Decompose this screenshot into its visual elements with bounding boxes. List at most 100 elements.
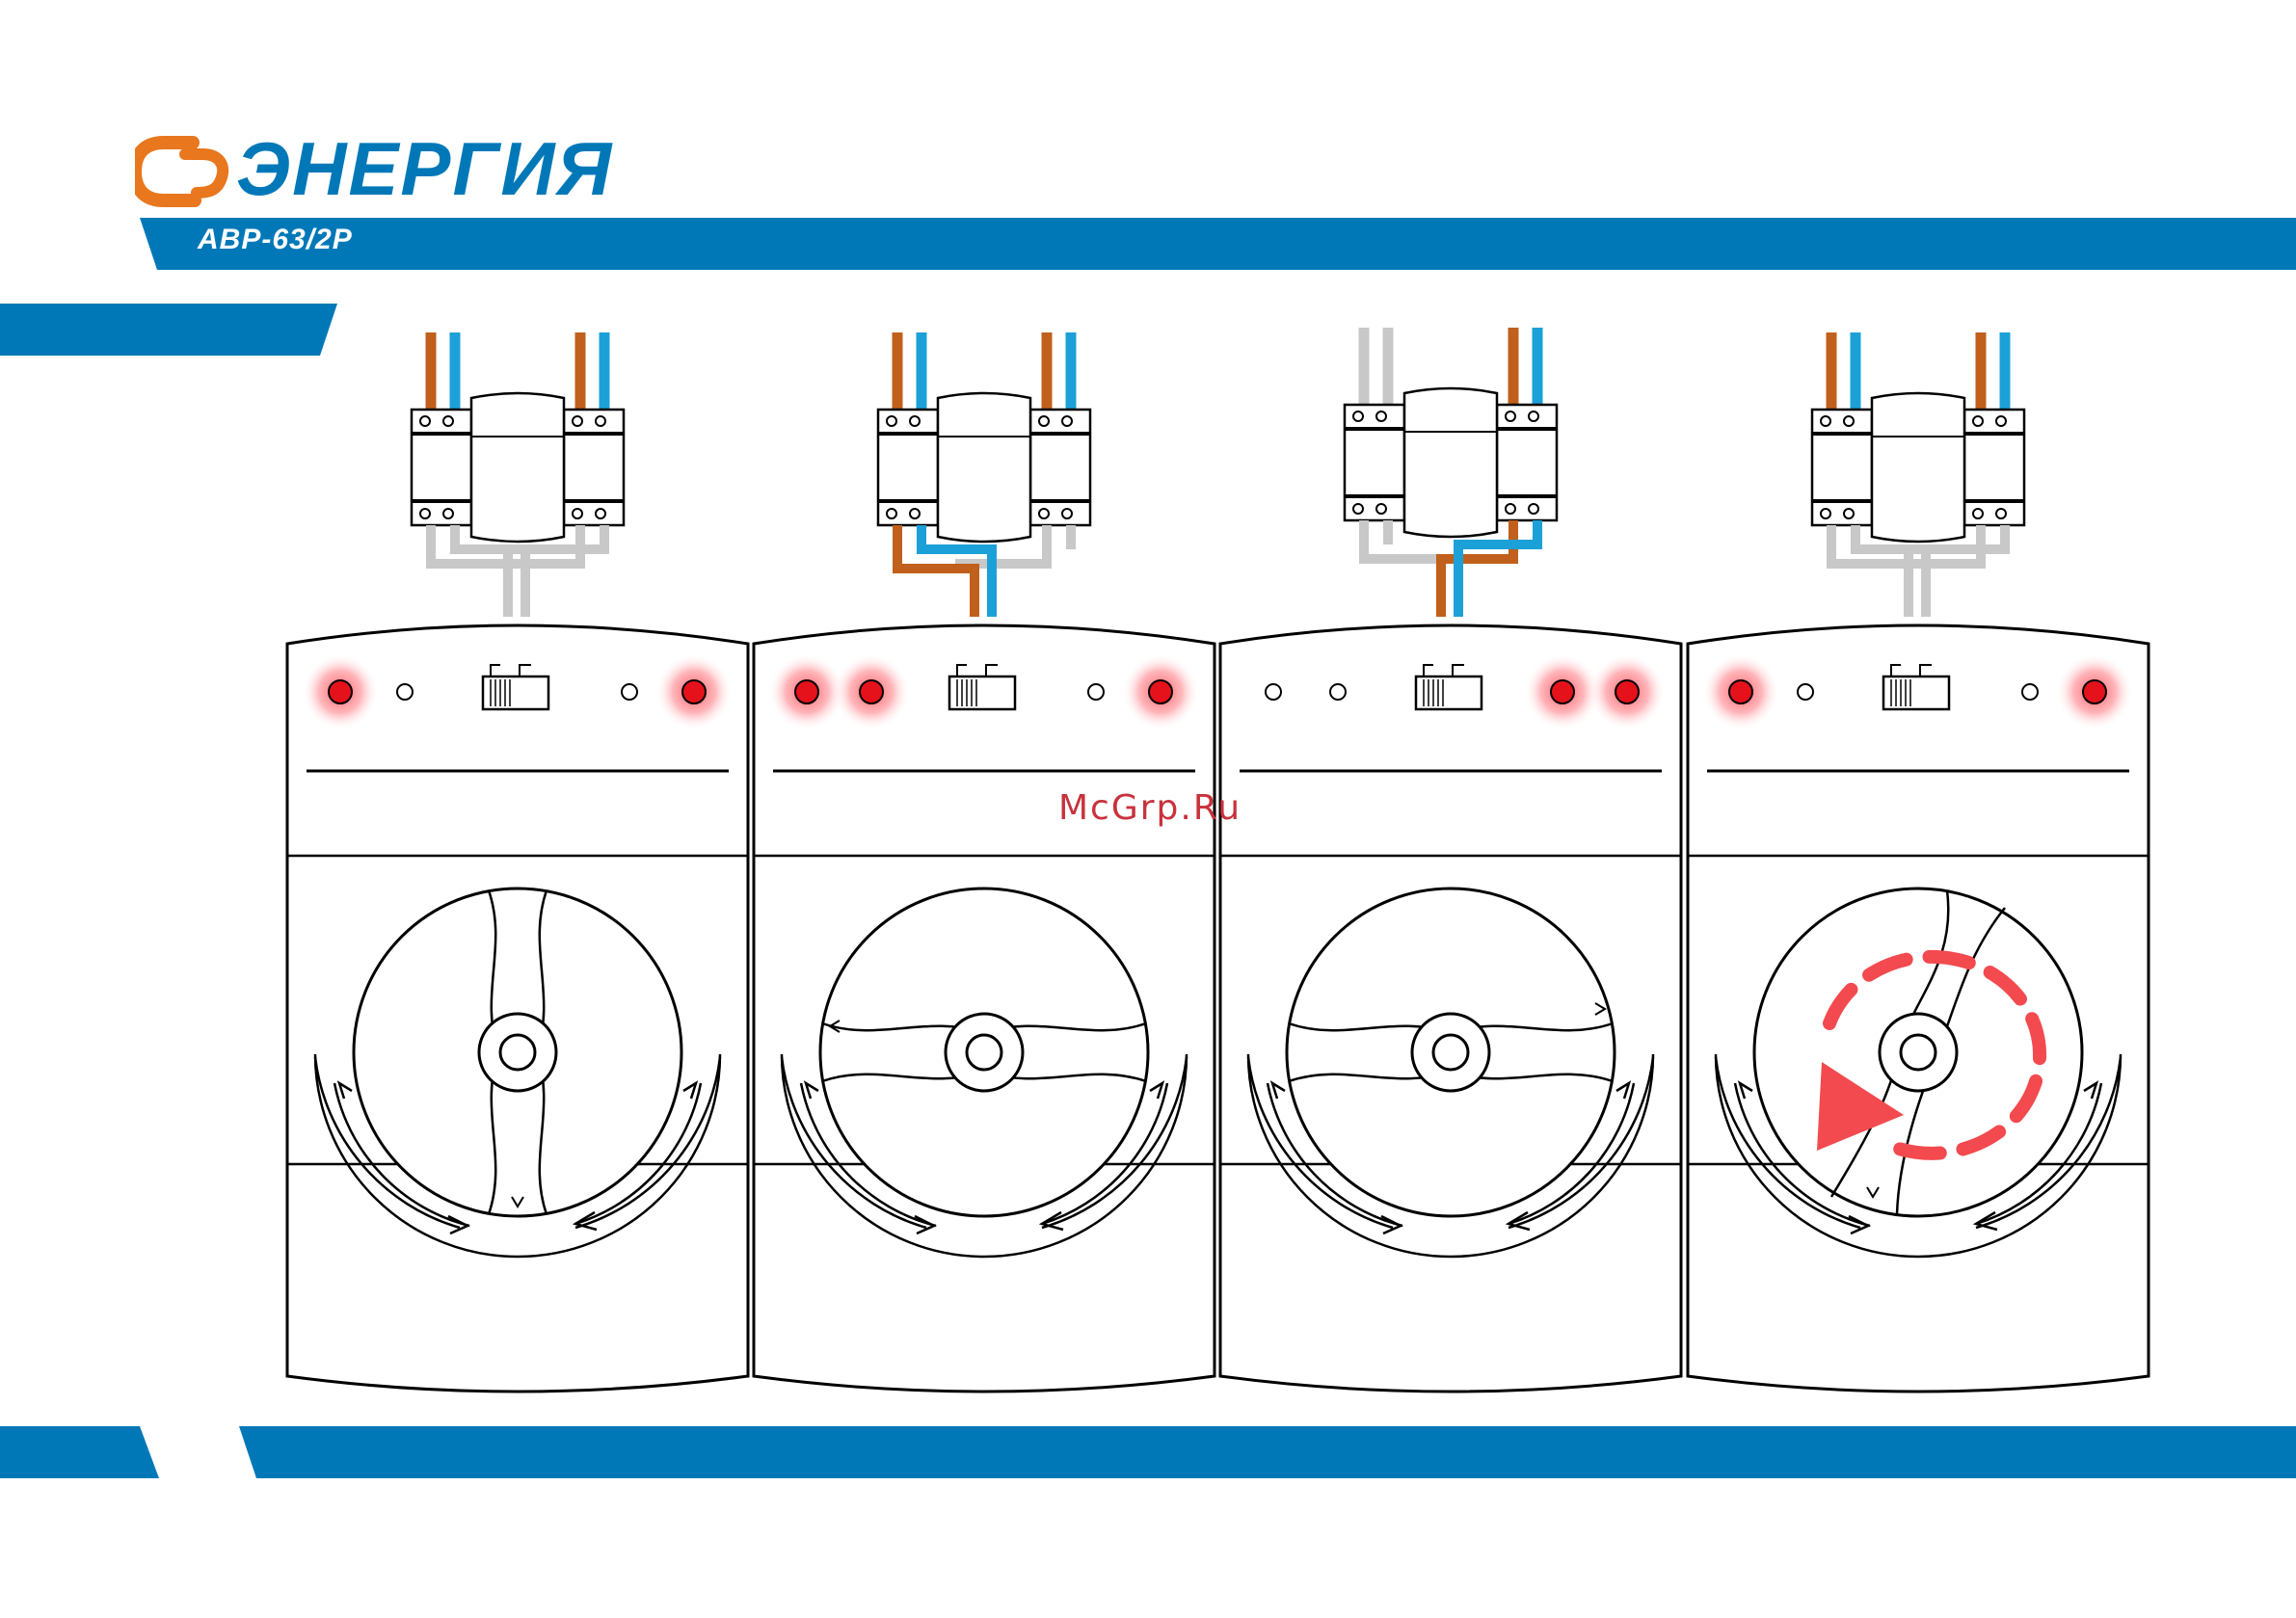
machine-body	[1220, 625, 1681, 1392]
wire-bottom	[1855, 525, 2005, 549]
indicator-glow	[1524, 653, 1601, 730]
rotation-direction-icon	[1829, 957, 2040, 1154]
terminal-icon	[1353, 411, 1363, 421]
terminal-icon	[420, 416, 430, 426]
drum-hub-inner	[967, 1035, 1001, 1070]
terminal-icon	[1996, 509, 2006, 518]
drum-hub	[946, 1014, 1023, 1091]
wire-out	[921, 525, 992, 617]
drum-handle	[489, 890, 547, 1214]
indicator-glow	[768, 653, 845, 730]
indicator-glow	[1589, 653, 1666, 730]
terminal-icon	[1062, 416, 1072, 426]
indicator-glow	[302, 653, 379, 730]
terminal-icon	[910, 509, 920, 518]
terminal-icon	[1821, 416, 1830, 426]
model-label: АВР-63/2Р	[198, 224, 353, 256]
rotation-arrow-icon	[782, 1054, 1187, 1257]
terminal-icon	[596, 509, 605, 518]
terminal-icon	[1506, 504, 1515, 514]
machine-body	[754, 625, 1215, 1392]
terminal-icon	[443, 509, 453, 518]
terminal-icon	[1844, 509, 1854, 518]
terminal-icon	[1039, 509, 1049, 518]
drum-hub-inner	[1901, 1035, 1936, 1070]
drum-handle	[822, 1023, 1146, 1081]
drum-hub	[479, 1014, 556, 1091]
machine-3	[1220, 328, 1681, 1392]
indicator-on-icon	[1149, 680, 1172, 703]
position-marker	[1595, 1003, 1605, 1015]
wire-bottom	[1831, 525, 1986, 564]
terminal-icon	[1529, 411, 1538, 421]
breaker-left	[1812, 410, 1872, 525]
terminal-icon	[573, 509, 582, 518]
indicator-on-icon	[2083, 680, 2106, 703]
drum-hub	[1880, 1014, 1957, 1091]
wire-bottom	[455, 525, 604, 549]
indicator-glow	[1702, 653, 1779, 730]
indicator-off-icon	[622, 684, 637, 700]
wire-bottom	[1364, 520, 1441, 559]
terminal-icon	[1529, 504, 1538, 514]
mode-switch-icon	[949, 676, 1015, 709]
rotation-arrow-icon	[315, 1054, 720, 1257]
terminal-icon	[1821, 509, 1830, 518]
drum-hub-inner	[500, 1035, 535, 1070]
terminal-icon	[420, 509, 430, 518]
indicator-off-icon	[1266, 684, 1281, 700]
drum-hub	[1412, 1014, 1489, 1091]
breaker-left	[878, 410, 938, 525]
machine-4	[1688, 332, 2149, 1392]
indicator-on-icon	[1615, 680, 1639, 703]
indicator-off-icon	[1330, 684, 1346, 700]
drum-hub-inner	[1433, 1035, 1468, 1070]
wire-out	[897, 525, 974, 617]
position-marker	[830, 1021, 840, 1032]
breaker-right	[1030, 410, 1090, 525]
terminal-icon	[443, 416, 453, 426]
drum-handle	[1831, 890, 2005, 1214]
terminal-icon	[1973, 416, 1983, 426]
terminal-icon	[1062, 509, 1072, 518]
machine-body	[287, 625, 748, 1392]
indicator-off-icon	[1798, 684, 1813, 700]
indicator-glow	[2056, 653, 2133, 730]
drum-door	[354, 889, 681, 1216]
section-band	[0, 304, 337, 356]
indicator-off-icon	[2022, 684, 2038, 700]
relay-module	[938, 393, 1030, 542]
position-marker	[1867, 1187, 1879, 1197]
rotation-arrowhead-icon	[1817, 1062, 1904, 1151]
indicator-on-icon	[1551, 680, 1574, 703]
terminal-icon	[596, 416, 605, 426]
footer-band-right	[239, 1426, 2296, 1478]
indicator-glow	[1122, 653, 1199, 730]
rotation-arrow-icon	[1248, 1054, 1653, 1257]
breaker-left	[1345, 405, 1404, 520]
machine-2	[754, 332, 1215, 1392]
breaker-right	[1497, 405, 1557, 520]
breaker-right	[564, 410, 624, 525]
rotation-arrow-icon	[1716, 1054, 2121, 1257]
drum-door	[1287, 889, 1615, 1216]
terminal-icon	[1039, 416, 1049, 426]
terminal-icon	[1376, 504, 1386, 514]
breaker-right	[1964, 410, 2024, 525]
relay-module	[1872, 393, 1964, 542]
indicator-off-icon	[1088, 684, 1104, 700]
terminal-icon	[1353, 504, 1363, 514]
wire-bottom	[431, 525, 585, 564]
drum-handle	[1289, 1023, 1613, 1081]
terminal-icon	[573, 416, 582, 426]
indicator-on-icon	[1729, 680, 1752, 703]
indicator-on-icon	[329, 680, 352, 703]
header-band	[140, 218, 2296, 270]
position-marker	[512, 1197, 523, 1207]
breaker-left	[412, 410, 471, 525]
wire-out	[1458, 520, 1537, 617]
indicator-off-icon	[397, 684, 413, 700]
indicator-on-icon	[860, 680, 883, 703]
indicator-on-icon	[795, 680, 818, 703]
machine-body	[1688, 625, 2149, 1392]
